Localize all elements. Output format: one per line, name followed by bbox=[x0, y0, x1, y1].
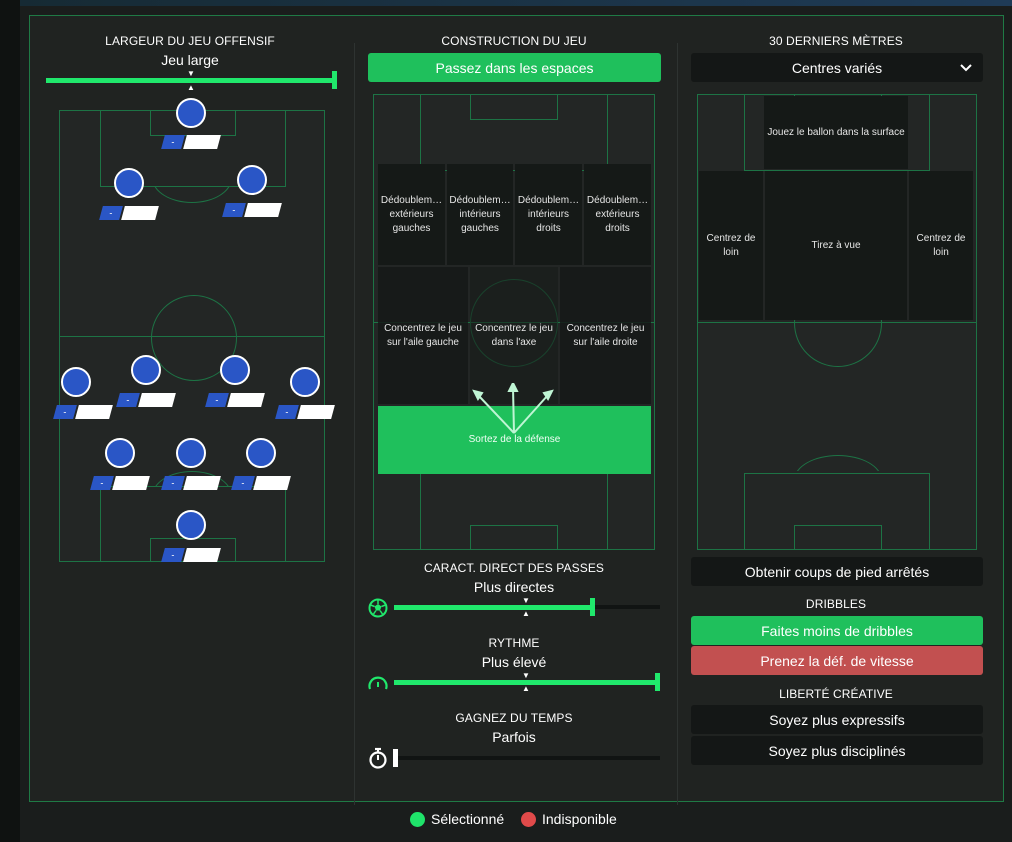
zone-overlap-outside-right[interactable]: Dédoublem… extérieurs droits bbox=[584, 164, 651, 265]
player-role-badge[interactable]: - bbox=[231, 476, 291, 490]
build-up-arrows-icon bbox=[472, 383, 554, 434]
penalty-area-top bbox=[100, 111, 286, 187]
legend-unavailable: Indisponible bbox=[521, 811, 617, 827]
build-up-style-button[interactable]: Passez dans les espaces bbox=[368, 53, 661, 82]
player-mid-left[interactable] bbox=[61, 367, 91, 397]
penalty-area-top bbox=[744, 95, 930, 171]
slider-track bbox=[394, 756, 660, 760]
zone-cross-early-right[interactable]: Centrez de loin bbox=[909, 171, 973, 320]
player-role-badge[interactable]: - bbox=[222, 203, 282, 217]
center-circle bbox=[151, 295, 237, 381]
player-mid-right[interactable] bbox=[290, 367, 320, 397]
goal-area-bottom bbox=[794, 525, 882, 549]
zone-focus-right[interactable]: Concentrez le jeu sur l'aile droite bbox=[560, 267, 651, 404]
passing-directness-title: CARACT. DIRECT DES PASSES bbox=[423, 561, 605, 575]
penalty-area-bottom bbox=[744, 473, 930, 549]
set-pieces-button[interactable]: Obtenir coups de pied arrêtés bbox=[691, 557, 983, 586]
slider-fill bbox=[394, 605, 591, 610]
be-more-disciplined-button[interactable]: Soyez plus disciplinés bbox=[691, 736, 983, 765]
player-defender-center[interactable] bbox=[176, 438, 206, 468]
player-role-badge[interactable]: - bbox=[90, 476, 150, 490]
dribbling-title: DRIBBLES bbox=[805, 597, 867, 611]
zone-cross-early-left[interactable]: Centrez de loin bbox=[699, 171, 763, 320]
selected-dot-icon bbox=[410, 811, 425, 827]
tempo-title: RYTHME bbox=[488, 636, 540, 650]
slider-midpoint-marker-top: ▼ bbox=[522, 596, 530, 605]
speedometer-icon bbox=[368, 676, 388, 690]
left-sidebar-edge bbox=[0, 0, 20, 842]
final-third-pitch bbox=[697, 94, 977, 550]
player-striker[interactable] bbox=[176, 98, 206, 128]
slider-midpoint-marker-bottom: ▲ bbox=[522, 684, 530, 693]
player-role-badge[interactable]: - bbox=[275, 405, 335, 419]
zone-overlap-inside-left[interactable]: Dédoublem… intérieurs gauches bbox=[447, 164, 513, 265]
passing-directness-value: Plus directes bbox=[473, 579, 555, 595]
player-role-badge[interactable]: - bbox=[53, 405, 113, 419]
zone-shoot-on-sight[interactable]: Tirez à vue bbox=[765, 171, 907, 320]
goal-area-bottom bbox=[470, 525, 558, 549]
creative-freedom-title: LIBERTÉ CRÉATIVE bbox=[779, 687, 893, 701]
column-divider bbox=[354, 43, 355, 805]
attacking-width-title: LARGEUR DU JEU OFFENSIF bbox=[105, 34, 275, 48]
player-mid-center-left[interactable] bbox=[131, 355, 161, 385]
slider-fill bbox=[394, 680, 656, 685]
player-forward-right[interactable] bbox=[237, 165, 267, 195]
unavailable-dot-icon bbox=[521, 811, 536, 827]
slider-midpoint-marker-top: ▼ bbox=[522, 671, 530, 680]
zone-overlap-inside-right[interactable]: Dédoublem… intérieurs droits bbox=[515, 164, 582, 265]
run-at-defence-button[interactable]: Prenez la déf. de vitesse bbox=[691, 646, 983, 675]
zone-work-into-box[interactable]: Jouez le ballon dans la surface bbox=[764, 96, 908, 169]
time-wasting-value: Parfois bbox=[492, 729, 536, 745]
player-defender-left[interactable] bbox=[105, 438, 135, 468]
player-forward-left[interactable] bbox=[114, 168, 144, 198]
slider-handle[interactable] bbox=[655, 673, 660, 691]
player-role-badge[interactable]: - bbox=[205, 393, 265, 407]
player-goalkeeper[interactable] bbox=[176, 510, 206, 540]
zone-overlap-outside-left[interactable]: Dédoublem… extérieurs gauches bbox=[378, 164, 445, 265]
tempo-value: Plus élevé bbox=[481, 654, 547, 670]
build-up-title: CONSTRUCTION DU JEU bbox=[441, 34, 587, 48]
legend-selected: Sélectionné bbox=[410, 811, 504, 827]
player-role-badge[interactable]: - bbox=[116, 393, 176, 407]
slider-midpoint-marker-top: ▼ bbox=[187, 69, 195, 78]
penalty-area-top bbox=[420, 95, 608, 171]
player-role-badge[interactable]: - bbox=[161, 476, 221, 490]
football-icon bbox=[368, 598, 388, 618]
slider-midpoint-marker-bottom: ▲ bbox=[187, 83, 195, 92]
slider-handle[interactable] bbox=[589, 598, 595, 616]
zone-focus-center[interactable]: Concentrez le jeu dans l'axe bbox=[470, 267, 558, 404]
time-wasting-title: GAGNEZ DU TEMPS bbox=[455, 711, 573, 725]
dribble-less-button[interactable]: Faites moins de dribbles bbox=[691, 616, 983, 645]
formation-pitch bbox=[59, 110, 325, 562]
player-role-badge[interactable]: - bbox=[161, 548, 221, 562]
slider-midpoint-marker-bottom: ▲ bbox=[522, 609, 530, 618]
column-divider bbox=[677, 43, 678, 805]
legend-unavailable-label: Indisponible bbox=[542, 811, 617, 827]
player-mid-center-right[interactable] bbox=[220, 355, 250, 385]
final-third-title: 30 DERNIERS MÈTRES bbox=[769, 34, 903, 48]
slider-handle[interactable] bbox=[332, 71, 337, 89]
stopwatch-icon bbox=[369, 747, 387, 769]
final-third-dropdown-value: Centres variés bbox=[791, 59, 883, 76]
attacking-width-value: Jeu large bbox=[161, 52, 219, 68]
top-window-strip bbox=[0, 0, 1012, 6]
player-defender-right[interactable] bbox=[246, 438, 276, 468]
legend-selected-label: Sélectionné bbox=[431, 811, 505, 827]
player-role-badge[interactable]: - bbox=[161, 135, 221, 149]
attacking-width-fill bbox=[46, 78, 336, 83]
chevron-down-icon bbox=[960, 64, 972, 72]
zone-focus-left[interactable]: Concentrez le jeu sur l'aile gauche bbox=[378, 267, 468, 404]
final-third-dropdown[interactable]: Centres variés bbox=[691, 53, 983, 82]
goal-area-top bbox=[470, 95, 558, 120]
be-more-expressive-button[interactable]: Soyez plus expressifs bbox=[691, 705, 983, 734]
player-role-badge[interactable]: - bbox=[99, 206, 159, 220]
slider-handle[interactable] bbox=[393, 749, 398, 767]
